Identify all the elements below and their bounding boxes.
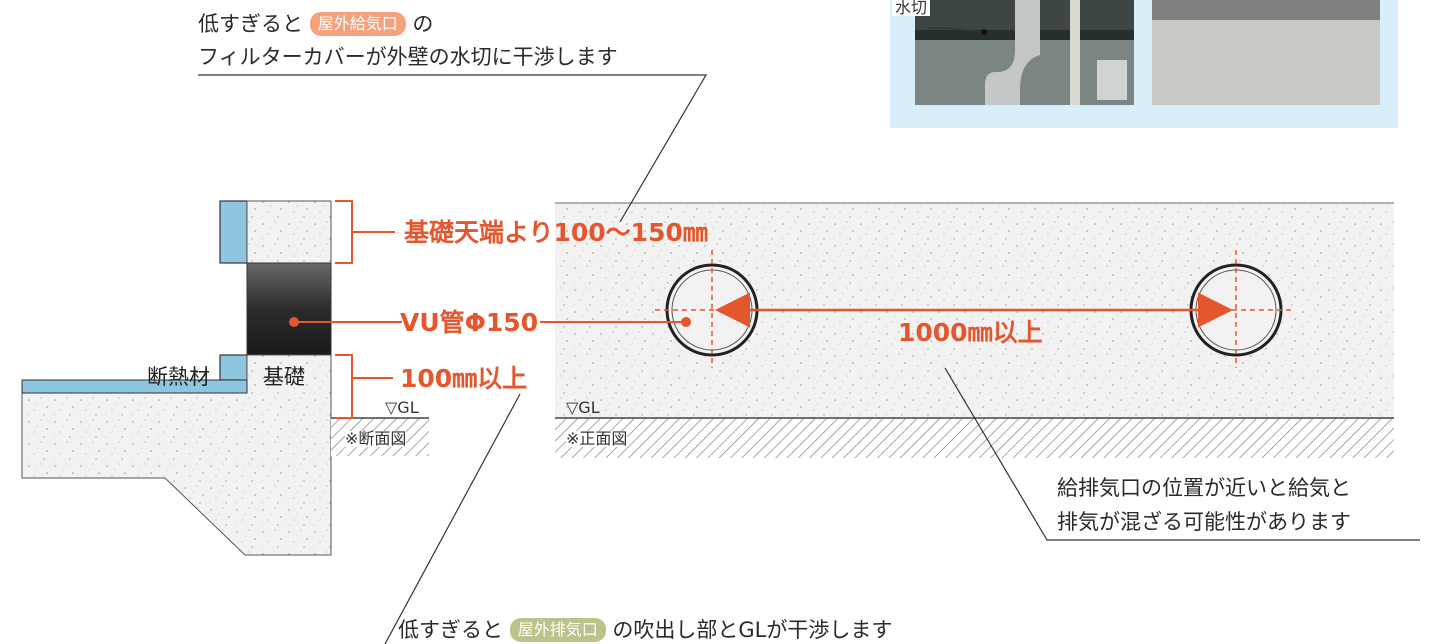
top-callout-line2: フィルターカバーが外壁の水切に干渉します: [198, 45, 618, 69]
dim-top-label: 基礎天端より100〜150㎜: [404, 218, 708, 247]
foundation-label: 基礎: [263, 365, 305, 389]
outdoor-exhaust-vent-tag: 屋外排気口: [509, 618, 606, 642]
top-callout-prefix: 低すぎると: [198, 12, 303, 36]
bottom-callout-prefix: 低すぎると: [398, 618, 503, 642]
section-view: [21, 200, 429, 556]
spacing-label: 1000㎜以上: [898, 318, 1043, 347]
pipe-label: VU管Φ150: [400, 308, 539, 337]
top-callout-suffix: の: [412, 12, 434, 36]
callout-leaders: [198, 27, 1420, 644]
front-gl-label: ▽GL: [566, 398, 600, 417]
bottom-callout-suffix: の吹出し部とGLが干渉します: [612, 618, 893, 642]
flashing-photo-label: 水切: [892, 0, 931, 16]
section-gl-label: ▽GL: [385, 398, 419, 417]
dim-bottom-label: 100㎜以上: [400, 364, 528, 393]
front-view: [540, 202, 1394, 458]
top-callout-line1: 低すぎると 屋外給気口 の: [198, 12, 433, 36]
right-callout-line2: 排気が混ざる可能性があります: [1057, 510, 1351, 534]
bottom-callout: 低すぎると 屋外排気口 の吹出し部とGLが干渉します: [398, 618, 892, 642]
insulation-label: 断熱材: [147, 365, 210, 389]
front-caption: ※正面図: [566, 429, 628, 448]
right-callout-line1: 給排気口の位置が近いと給気と: [1057, 476, 1351, 500]
photo-panel: [890, 0, 1398, 128]
section-caption: ※断面図: [345, 429, 407, 448]
outdoor-supply-vent-tag: 屋外給気口: [309, 12, 406, 36]
